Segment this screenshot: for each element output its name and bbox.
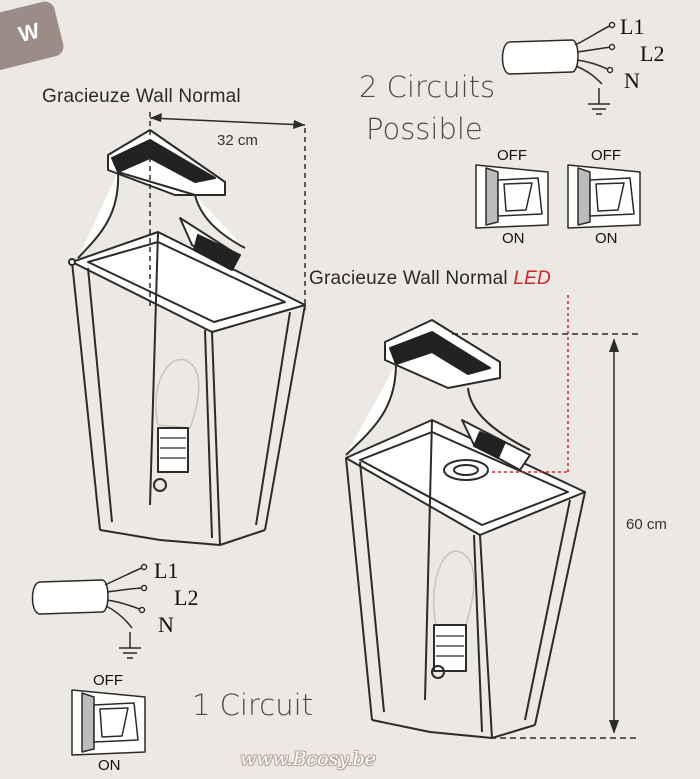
lamp-normal-title: Gracieuze Wall Normal [42,86,241,107]
watermark: www.Bcosy.be [240,748,377,770]
dimension-height [452,333,640,739]
wire-l2-bottom: L2 [174,585,199,610]
one-circuit-label: 1 Circuit [192,688,314,722]
cable-icon-top [501,21,616,115]
lantern-normal-drawing [68,129,306,546]
switch3-off-label: OFF [93,672,123,689]
cable-icon-bottom [31,563,148,659]
switch-icon-2 [567,164,641,229]
wire-n-bottom: N [158,612,174,637]
dimension-width [149,112,306,310]
width-dimension-label: 32 cm [217,132,258,149]
switch3-on-label: ON [98,757,121,774]
switch-icon-3 [71,689,146,756]
switch-icon-1 [475,164,549,229]
height-dimension-label: 60 cm [626,516,667,533]
switch2-on-label: ON [595,230,618,247]
wire-l2-top: L2 [640,41,665,66]
two-circuits-line1: 2 Circuits [359,70,496,104]
lamp-led-title: Gracieuze Wall Normal LED [309,268,551,290]
switch1-off-label: OFF [497,147,527,164]
switch2-off-label: OFF [591,147,621,164]
wire-l1-bottom: L1 [154,558,179,583]
led-leader-line [492,295,569,473]
switch1-on-label: ON [502,230,525,247]
two-circuits-line2: Possible [366,112,483,146]
wire-l1-top: L1 [620,14,645,39]
wire-n-top: N [624,68,640,93]
lamp-led-title-text: Gracieuze Wall Normal [309,268,514,289]
lantern-led-drawing [345,319,586,739]
led-label: LED [513,268,551,289]
